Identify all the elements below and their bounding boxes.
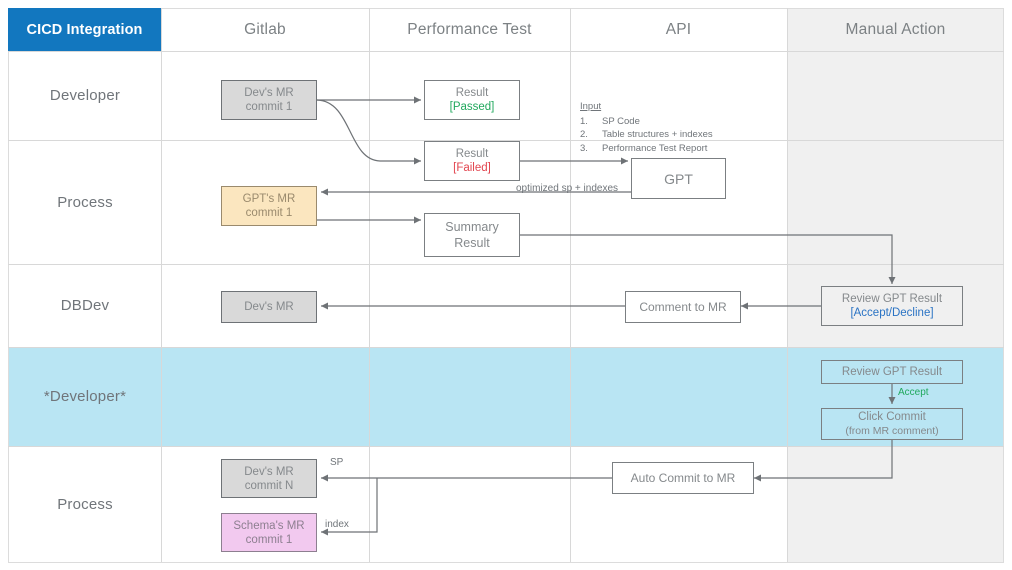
node-dev-mr[interactable]: Dev's MR xyxy=(221,291,317,323)
column-header-performance-test: Performance Test xyxy=(407,20,532,38)
node-dev-mr-commit-1-line1: Dev's MR xyxy=(244,87,294,99)
column-header-manual-action: Manual Action xyxy=(845,20,946,38)
node-gpt-label: GPT xyxy=(664,170,693,187)
node-review-gpt-result-decision-options: [Accept/Decline] xyxy=(850,307,934,319)
node-gpt-mr-commit-1-line2: commit 1 xyxy=(245,207,293,219)
edge-label-accept: Accept xyxy=(898,387,929,398)
node-dev-mr-commit-1-line2: commit 1 xyxy=(245,101,293,113)
diagram-title: CICD Integration xyxy=(8,8,161,51)
grid-border-right xyxy=(1003,8,1004,562)
node-schema-mr-commit-1-line2: commit 1 xyxy=(245,533,293,546)
node-click-commit-line1: Click Commit xyxy=(858,411,926,423)
row-divider-2 xyxy=(8,264,1004,265)
input-item-3: 3. Performance Test Report xyxy=(580,142,713,156)
node-summary-result-line1: Summary xyxy=(445,220,499,234)
lane-label-process-2: Process xyxy=(57,495,113,513)
input-item-2: 2. Table structures + indexes xyxy=(580,128,713,142)
node-review-gpt-result-label: Review GPT Result xyxy=(841,366,943,378)
node-review-gpt-result-decision[interactable]: Review GPT Result [Accept/Decline] xyxy=(821,286,963,326)
node-dev-mr-commit-n[interactable]: Dev's MR commit N xyxy=(221,459,317,498)
input-item-3-number: 3. xyxy=(580,142,588,154)
node-result-passed[interactable]: Result [Passed] xyxy=(424,80,520,120)
input-heading: Input xyxy=(580,101,602,112)
edge-label-index: index xyxy=(325,519,349,530)
node-schema-mr-commit-1-line1: Schema's MR xyxy=(233,519,305,532)
node-result-passed-status: [Passed] xyxy=(449,101,495,113)
node-review-gpt-result[interactable]: Review GPT Result xyxy=(821,360,963,384)
column-header-api: API xyxy=(665,20,692,38)
column-divider-2 xyxy=(369,8,370,562)
node-dev-mr-label: Dev's MR xyxy=(244,301,294,313)
node-summary-result-line2: Result xyxy=(454,236,490,250)
input-item-3-text: Performance Test Report xyxy=(602,142,708,154)
node-gpt-mr-commit-1-line1: GPT's MR xyxy=(242,193,296,205)
node-gpt-mr-commit-1[interactable]: GPT's MR commit 1 xyxy=(221,186,317,226)
input-item-1-text: SP Code xyxy=(602,115,640,127)
row-divider-4 xyxy=(8,446,1004,447)
node-result-failed-status: [Failed] xyxy=(453,162,491,174)
node-schema-mr-commit-1[interactable]: Schema's MR commit 1 xyxy=(221,513,317,552)
grid-border-top xyxy=(8,8,1004,9)
row-divider-3 xyxy=(8,347,1004,348)
column-divider-4 xyxy=(787,8,788,562)
column-header-gitlab: Gitlab xyxy=(244,20,286,38)
input-item-2-number: 2. xyxy=(580,129,588,140)
input-item-1: 1. SP Code xyxy=(580,115,713,129)
column-divider-1 xyxy=(161,8,162,562)
input-item-1-number: 1. xyxy=(580,115,588,127)
node-gpt[interactable]: GPT xyxy=(631,158,726,199)
input-item-2-text: Table structures + indexes xyxy=(602,129,713,140)
node-result-failed-line1: Result xyxy=(455,148,489,160)
node-dev-mr-commit-n-line1: Dev's MR xyxy=(244,465,294,478)
grid-border-left xyxy=(8,8,9,562)
row-divider-1 xyxy=(8,140,1004,141)
row-divider-header xyxy=(8,51,1004,52)
node-auto-commit-to-mr-label: Auto Commit to MR xyxy=(630,471,736,485)
node-review-gpt-result-decision-line1: Review GPT Result xyxy=(841,293,943,305)
node-result-failed[interactable]: Result [Failed] xyxy=(424,141,520,181)
manual-action-column-background xyxy=(787,8,1004,562)
node-summary-result[interactable]: Summary Result xyxy=(424,213,520,257)
input-requirements-block: Input 1. SP Code 2. Table structures + ind… xyxy=(580,100,713,155)
lane-label-process-1: Process xyxy=(57,193,113,211)
lane-label-developer-manual: *Developer* xyxy=(43,388,127,405)
lane-label-dbdev: DBDev xyxy=(60,297,110,314)
node-comment-to-mr-label: Comment to MR xyxy=(639,300,727,314)
node-comment-to-mr[interactable]: Comment to MR xyxy=(625,291,741,323)
node-dev-mr-commit-1[interactable]: Dev's MR commit 1 xyxy=(221,80,317,120)
edge-label-sp: SP xyxy=(330,457,344,468)
node-click-commit-line2: (from MR comment) xyxy=(845,425,939,437)
node-auto-commit-to-mr[interactable]: Auto Commit to MR xyxy=(612,462,754,494)
node-click-commit[interactable]: Click Commit (from MR comment) xyxy=(821,408,963,440)
grid-border-bottom xyxy=(8,562,1004,563)
node-dev-mr-commit-n-line2: commit N xyxy=(244,479,294,492)
edge-label-optimized-sp-indexes: optimized sp + indexes xyxy=(516,183,619,194)
node-result-passed-line1: Result xyxy=(455,87,489,99)
lane-label-developer: Developer xyxy=(49,87,121,104)
column-divider-3 xyxy=(570,8,571,562)
